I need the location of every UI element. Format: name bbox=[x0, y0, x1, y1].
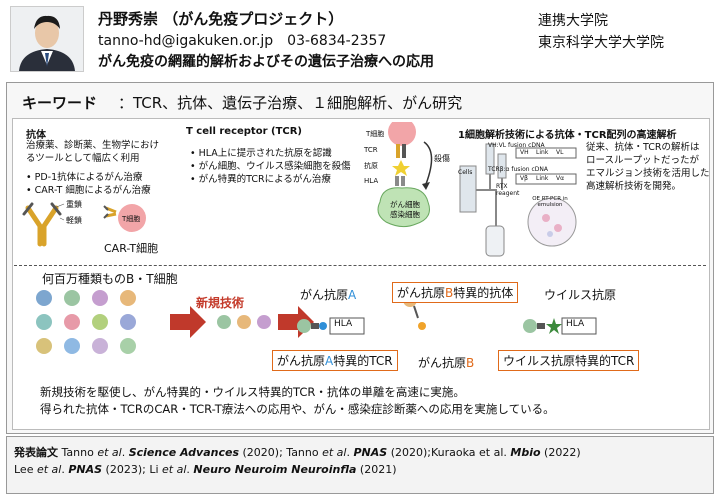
citation-segment: Mbio bbox=[510, 446, 541, 459]
publications-line-1: 発表論文 Tanno et al. Science Advances (2020… bbox=[14, 444, 581, 460]
heavy-chain-label: 重鎖 bbox=[66, 200, 82, 209]
antibody-desc-2: るツールとして幅広く利用 bbox=[26, 153, 140, 164]
virus-tcr-box: ウイルス抗原特異的TCR bbox=[498, 350, 640, 371]
citation-segment: (2023); Li bbox=[102, 463, 163, 476]
tcr-bullet: • HLA上に提示された抗原を認識 bbox=[190, 148, 332, 159]
target-cell-icon bbox=[377, 187, 430, 228]
presenter-photo bbox=[10, 6, 84, 72]
antibody-bullet-2: • CAR-T 細胞によるがん治療 bbox=[26, 185, 151, 196]
target-label-1: がん細胞 bbox=[390, 200, 420, 209]
antibody-bullet-1: • PD-1抗体によるがん治療 bbox=[26, 172, 143, 183]
antibody-title: 抗体 bbox=[26, 130, 46, 141]
cells-label: Cells bbox=[458, 169, 473, 176]
citation-segment: et al bbox=[97, 446, 122, 459]
tcr-title: T cell receptor (TCR) bbox=[186, 126, 302, 137]
citation-segment: et al bbox=[322, 446, 347, 459]
publications-label: 発表論文 bbox=[14, 446, 58, 459]
citation-segment: et al bbox=[162, 463, 187, 476]
citation-segment: (2020);Kuraoka et al. bbox=[387, 446, 511, 459]
tcr-specific-box: がん抗原A特異的TCR bbox=[272, 350, 398, 371]
summary-line-2: 得られた抗体・TCRのCAR・TCR-T療法への応用や、がん・感染症診断薬への応… bbox=[40, 402, 555, 416]
citation-segment: (2020); Tanno bbox=[239, 446, 323, 459]
kill-label: 殺傷 bbox=[434, 154, 450, 163]
citation-segment: Science Advances bbox=[128, 446, 240, 459]
citation-segment: . bbox=[61, 463, 69, 476]
virus-antigen-label: ウイルス抗原 bbox=[544, 288, 617, 302]
vh-fusion-label: VH:VL fusion cDNA bbox=[488, 142, 545, 149]
diversity-label: 何百万種類ものB・T細胞 bbox=[42, 272, 178, 286]
singlecell-desc-3: エマルジョン技術を活用した bbox=[586, 168, 710, 179]
singlecell-desc-2: ロースループットだったが bbox=[586, 155, 699, 166]
new-tech-label: 新規技術 bbox=[196, 296, 245, 310]
light-chain-label: 軽鎖 bbox=[66, 216, 82, 225]
tcr-bullet: • がん細胞、ウイルス感染細胞を殺傷 bbox=[190, 161, 351, 172]
citation-segment: (2022) bbox=[540, 446, 581, 459]
citation-segment: PNAS bbox=[68, 463, 103, 476]
affiliation-line-1: 連携大学院 bbox=[538, 13, 608, 29]
publications-line-2: Lee et al. PNAS (2023); Li et al. Neuro … bbox=[14, 463, 397, 476]
singlecell-title: 1細胞解析技術による抗体・TCR配列の高速解析 bbox=[458, 130, 677, 141]
hla-label-virus: HLA bbox=[566, 319, 585, 329]
section-divider bbox=[14, 265, 706, 266]
singlecell-desc-1: 従来、抗体・TCRの解析は bbox=[586, 142, 700, 153]
cell-population bbox=[36, 290, 136, 354]
publications-panel bbox=[6, 436, 714, 494]
selected-cells bbox=[217, 315, 271, 329]
cart-cell-label: CAR-T細胞 bbox=[104, 242, 159, 255]
cancer-antigen-b-label: がん抗原B bbox=[418, 356, 475, 370]
antibody-y-icon bbox=[22, 202, 62, 247]
antibody-desc-1: 治療薬、診断薬、生物学におけ bbox=[26, 140, 160, 151]
antibody-specific-box: がん抗原B特異的抗体 bbox=[392, 282, 519, 303]
fusion-link-2: Link bbox=[536, 175, 549, 182]
citation-segment: Lee bbox=[14, 463, 37, 476]
fusion-va: Vα bbox=[556, 175, 565, 182]
tcr-antigen-label: 抗原 bbox=[364, 162, 378, 170]
antigen-star-icon bbox=[392, 160, 410, 176]
tcr-label: TCR bbox=[364, 146, 378, 154]
affiliation-line-2: 東京科学大学大学院 bbox=[538, 35, 664, 51]
tcr-bullets: • HLA上に提示された抗原を認識 • がん細胞、ウイルス感染細胞を殺傷 • が… bbox=[190, 147, 351, 186]
singlecell-desc-4: 高速解析技術を開発。 bbox=[586, 181, 682, 192]
presenter-name: 丹野秀崇 （がん免疫プロジェクト） bbox=[98, 10, 344, 28]
summary-line-1: 新規技術を駆使し、がん特異的・ウイルス特異的TCR・抗体の単離を高速に実施。 bbox=[40, 385, 465, 399]
keyword-list: ：TCR、抗体、遺伝子治療、１細胞解析、がん研究 bbox=[118, 94, 463, 112]
citation-segment: (2021) bbox=[356, 463, 397, 476]
fusion-link: Link bbox=[536, 149, 549, 156]
antibody-diagram bbox=[22, 202, 146, 247]
keyword-label: キーワード bbox=[22, 94, 98, 112]
citation-segment: . bbox=[346, 446, 354, 459]
content-panel bbox=[12, 118, 710, 430]
hla-label-a: HLA bbox=[334, 319, 353, 329]
citation-segment: Neuro Neuroim Neuroinfla bbox=[193, 463, 357, 476]
tcr-diagram bbox=[377, 122, 433, 228]
fusion-vl: VL bbox=[556, 149, 564, 156]
cart-tcell-label: T細胞 bbox=[122, 215, 141, 223]
tcr-a-binding bbox=[297, 317, 365, 335]
virus-antigen-star-icon bbox=[546, 318, 562, 334]
target-label-2: 感染細胞 bbox=[390, 210, 420, 219]
cancer-antigen-a-label: がん抗原A bbox=[300, 288, 357, 302]
oe-label: OE RT-PCR in emulsion bbox=[532, 196, 568, 208]
virus-tcr-binding bbox=[523, 317, 597, 335]
fusion-vb: Vβ bbox=[520, 175, 528, 182]
citation-segment: et al bbox=[36, 463, 62, 476]
red-arrow-1 bbox=[170, 306, 206, 338]
tcr-bullet: • がん特異的TCRによるがん治療 bbox=[190, 174, 331, 185]
citation-segment: Tanno bbox=[58, 446, 98, 459]
tcr-hla-label: HLA bbox=[364, 177, 379, 185]
citation-segment: . bbox=[186, 463, 194, 476]
tcr-tcell-label: T細胞 bbox=[366, 130, 385, 138]
tcr-fusion-label: TCRβ:α fusion cDNA bbox=[488, 166, 548, 173]
rtx-label: RTX reagent bbox=[496, 183, 520, 197]
emulsion-diagram bbox=[459, 143, 577, 257]
project-title: がん免疫の網羅的解析およびその遺伝子治療への応用 bbox=[98, 54, 434, 70]
tcell-circle bbox=[388, 122, 416, 146]
contact-info: tanno-hd@igakuken.or.jp 03-6834-2357 bbox=[98, 33, 387, 49]
cart-cell-icon bbox=[103, 204, 146, 232]
citation-segment: PNAS bbox=[353, 446, 388, 459]
fusion-vh: VH bbox=[520, 149, 529, 156]
citation-segment: . bbox=[121, 446, 129, 459]
